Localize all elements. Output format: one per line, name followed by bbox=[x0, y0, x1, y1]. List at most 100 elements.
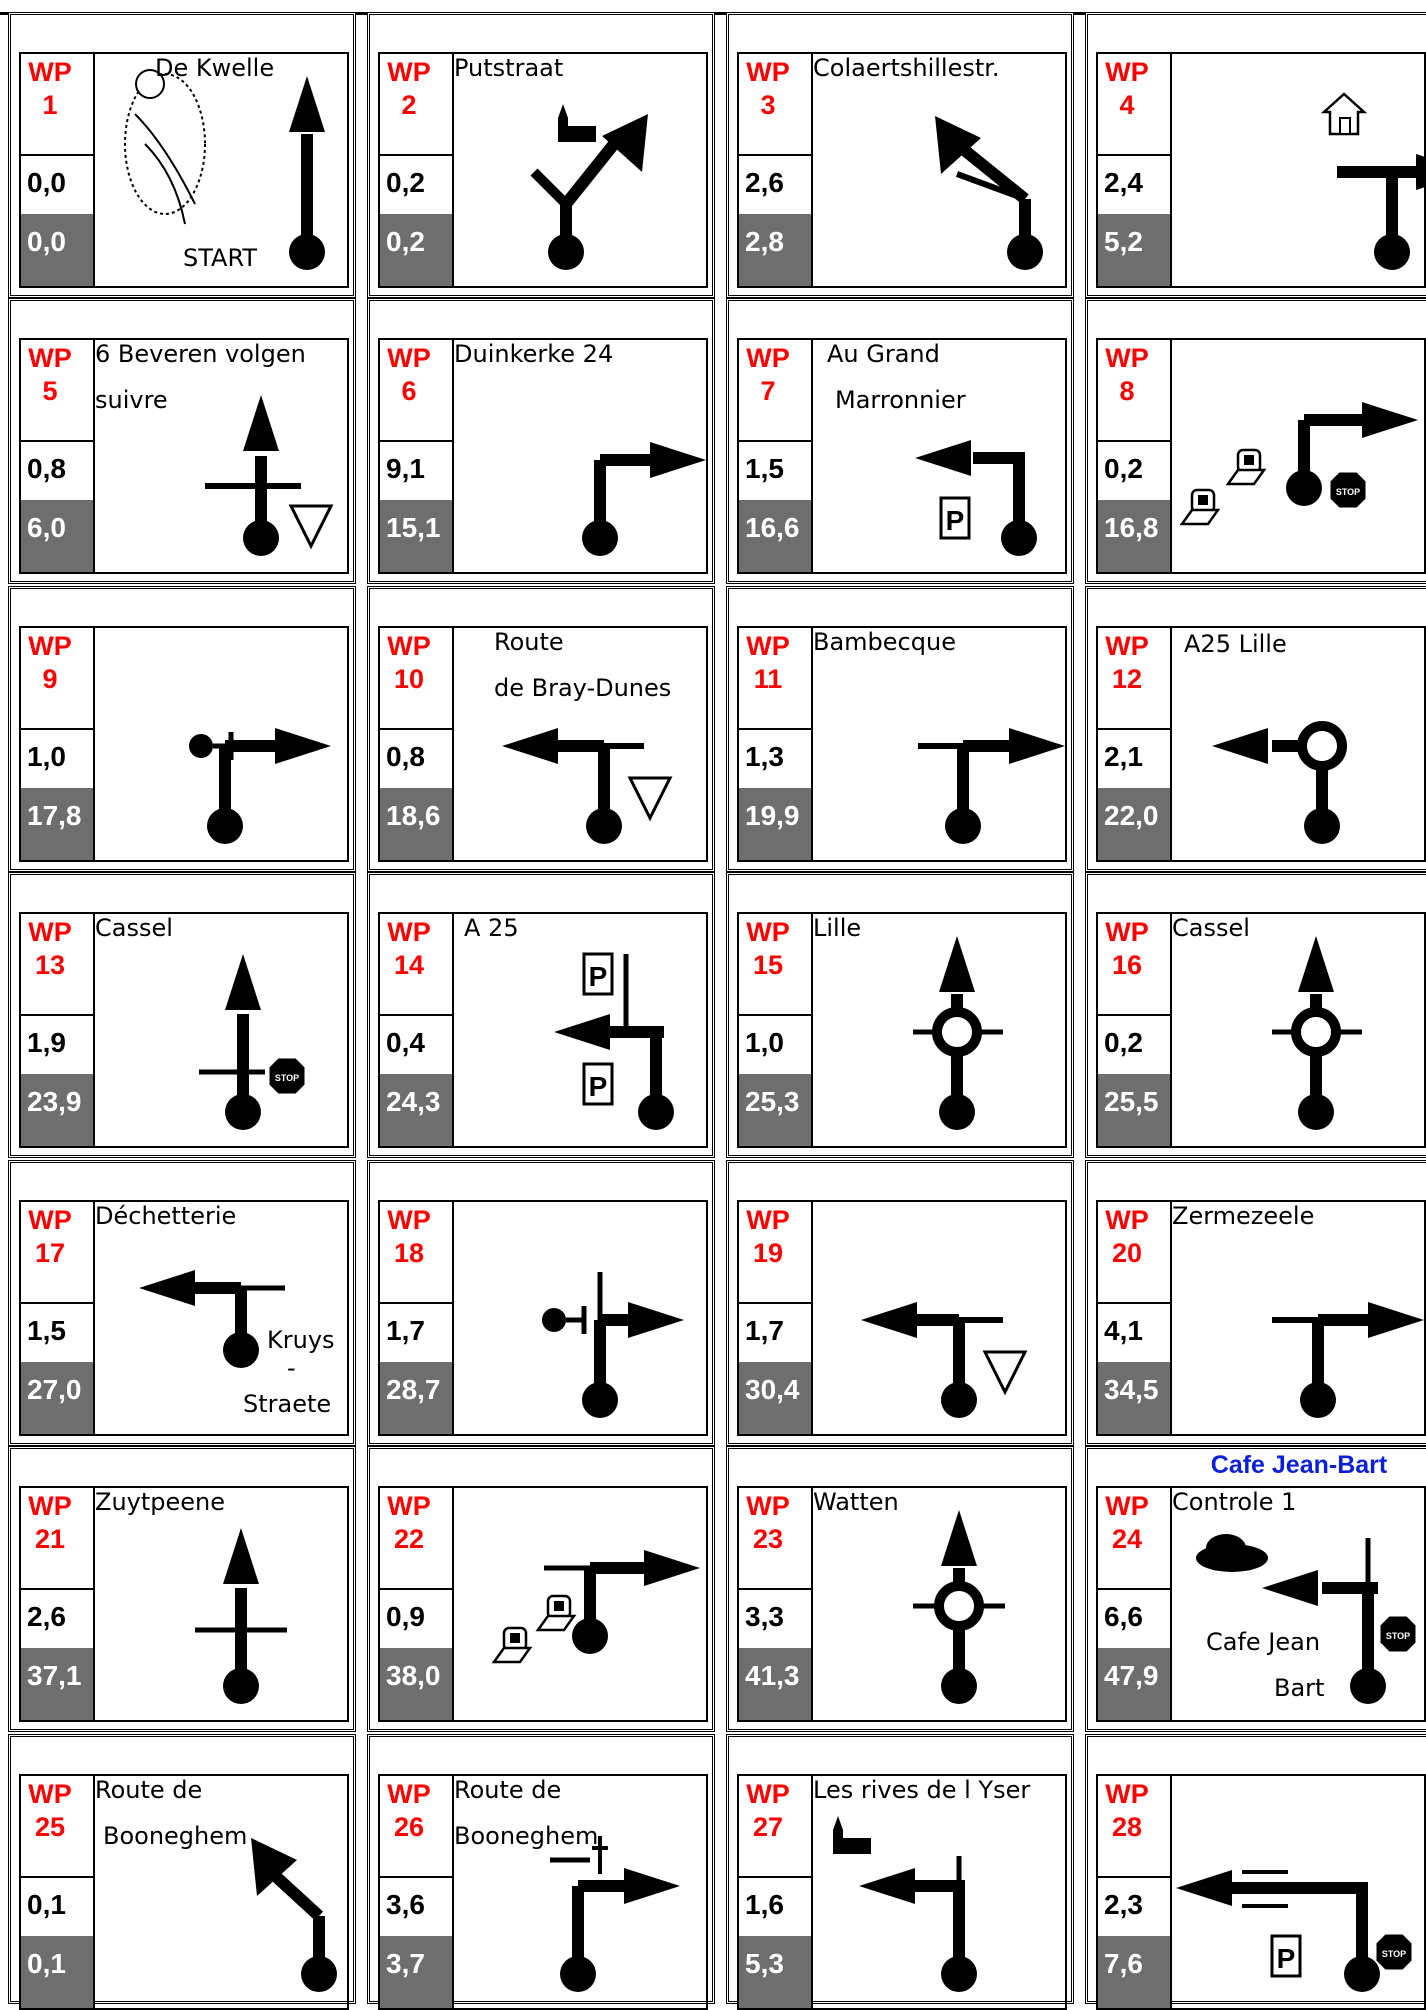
tulip-diagram: Route deBooneghem bbox=[95, 1774, 349, 2010]
start-dot bbox=[1344, 1956, 1380, 1992]
start-dot bbox=[548, 234, 584, 270]
waypoint-number: WP 18 bbox=[380, 1202, 452, 1302]
svg-text:P: P bbox=[946, 505, 965, 536]
waypoint-cell: WP 3 2,6 2,8Colaertshillestr. bbox=[726, 12, 1074, 298]
tulip-diagram: STOP bbox=[1172, 338, 1426, 574]
waypoint-info: WP 21 2,6 37,1 bbox=[19, 1486, 95, 1722]
waypoint-cell: WP 2 0,2 0,2Putstraat bbox=[367, 12, 715, 298]
wp-prefix: WP bbox=[745, 56, 791, 89]
wp-prefix: WP bbox=[745, 630, 791, 663]
svg-text:STOP: STOP bbox=[275, 1073, 299, 1083]
total-distance: 7,6 bbox=[1098, 1936, 1170, 2008]
direction-label: Lille bbox=[813, 914, 861, 942]
direction-label: Zermezeele bbox=[1172, 1202, 1314, 1230]
svg-text:P: P bbox=[589, 1071, 608, 1102]
waypoint-info: WP 6 9,1 15,1 bbox=[378, 338, 454, 574]
waypoint-info: WP 4 2,4 5,2 bbox=[1096, 52, 1172, 288]
total-distance: 19,9 bbox=[739, 788, 811, 860]
tulip-diagram: STOPControle 1Cafe JeanBart bbox=[1172, 1486, 1426, 1722]
direction-label: Déchetterie bbox=[95, 1202, 236, 1230]
stop-sign-icon: STOP bbox=[1332, 474, 1364, 506]
direction-label: De Kwelle bbox=[155, 54, 274, 82]
total-distance: 17,8 bbox=[21, 788, 93, 860]
tulip-diagram: STOPCassel bbox=[95, 912, 349, 1148]
tulip-diagram-svg bbox=[1172, 54, 1424, 288]
waypoint-number: WP 1 bbox=[21, 54, 93, 154]
total-distance: 34,5 bbox=[1098, 1362, 1170, 1434]
total-distance: 47,9 bbox=[1098, 1648, 1170, 1720]
arrow-head bbox=[1176, 1870, 1232, 1906]
tulip-diagram: P STOP bbox=[1172, 1774, 1426, 2010]
tulip-diagram: Zuytpeene bbox=[95, 1486, 349, 1722]
direction-label: Route bbox=[494, 628, 564, 656]
waypoint-info: WP 18 1,7 28,7 bbox=[378, 1200, 454, 1436]
waypoint-number: WP 10 bbox=[380, 628, 452, 728]
wp-prefix: WP bbox=[1104, 1778, 1150, 1811]
direction-label: Colaertshillestr. bbox=[813, 54, 1000, 82]
wp-id: 9 bbox=[27, 663, 73, 696]
start-dot bbox=[207, 808, 243, 844]
wp-prefix: WP bbox=[1104, 630, 1150, 663]
waypoint-cell: WP 9 1,0 17,8 bbox=[8, 586, 356, 872]
waypoint-info: WP 7 1,5 16,6 bbox=[737, 338, 813, 574]
waypoint-number: WP 24 bbox=[1098, 1488, 1170, 1588]
total-distance: 6,0 bbox=[21, 500, 93, 572]
wp-id: 26 bbox=[386, 1811, 432, 1844]
svg-text:P: P bbox=[1277, 1943, 1296, 1974]
direction-label: Cafe Jean bbox=[1206, 1628, 1320, 1656]
direction-label: A 25 bbox=[464, 914, 519, 942]
tulip-diagram-svg: PP bbox=[454, 914, 706, 1148]
partial-distance: 2,6 bbox=[21, 1588, 93, 1648]
wp-id: 18 bbox=[386, 1237, 432, 1270]
arrow-head bbox=[225, 954, 261, 1010]
tulip-diagram-svg bbox=[454, 1202, 706, 1436]
wp-prefix: WP bbox=[1104, 1490, 1150, 1523]
waypoint-info: WP 28 2,3 7,6 bbox=[1096, 1774, 1172, 2010]
partial-distance: 1,5 bbox=[739, 440, 811, 500]
partial-distance: 1,7 bbox=[380, 1302, 452, 1362]
wp-id: 22 bbox=[386, 1523, 432, 1556]
partial-distance: 0,8 bbox=[380, 728, 452, 788]
partial-distance: 1,7 bbox=[739, 1302, 811, 1362]
svg-text:STOP: STOP bbox=[1382, 1949, 1406, 1959]
tulip-diagram: Lille bbox=[813, 912, 1067, 1148]
coffee-cup-icon bbox=[1196, 1534, 1268, 1572]
start-dot bbox=[1304, 808, 1340, 844]
waypoint-cell: WP 28 2,3 7,6PSTOP bbox=[1085, 1734, 1426, 2004]
wp-prefix: WP bbox=[386, 916, 432, 949]
tulip-diagram: PAu GrandMarronnier bbox=[813, 338, 1067, 574]
start-dot bbox=[243, 520, 279, 556]
tulip-diagram: A25 Lille bbox=[1172, 626, 1426, 862]
total-distance: 16,6 bbox=[739, 500, 811, 572]
waypoint-number: WP 23 bbox=[739, 1488, 811, 1588]
wp-prefix: WP bbox=[1104, 56, 1150, 89]
total-distance: 2,8 bbox=[739, 214, 811, 286]
waypoint-number: WP 21 bbox=[21, 1488, 93, 1588]
total-distance: 0,0 bbox=[21, 214, 93, 286]
total-distance: 16,8 bbox=[1098, 500, 1170, 572]
partial-distance: 0,0 bbox=[21, 154, 93, 214]
tulip-diagram-svg bbox=[454, 628, 706, 862]
partial-distance: 0,2 bbox=[1098, 440, 1170, 500]
wp-id: 23 bbox=[745, 1523, 791, 1556]
speed-camera-icon bbox=[1182, 490, 1218, 524]
tulip-diagram-svg bbox=[95, 340, 347, 574]
wp-id: 12 bbox=[1104, 663, 1150, 696]
direction-label: Cassel bbox=[1172, 914, 1250, 942]
parking-icon: P bbox=[941, 498, 969, 538]
svg-text:P: P bbox=[589, 961, 608, 992]
start-dot bbox=[1300, 1382, 1336, 1418]
waypoint-cell: WP 15 1,0 25,3Lille bbox=[726, 872, 1074, 1158]
speed-camera-icon bbox=[1228, 450, 1264, 484]
start-dot bbox=[1298, 1094, 1334, 1130]
direction-label: Route de bbox=[95, 1776, 202, 1804]
wp-prefix: WP bbox=[27, 1204, 73, 1237]
waypoint-cell: WP 20 4,1 34,5Zermezeele bbox=[1085, 1160, 1426, 1446]
waypoint-info: WP 23 3,3 41,3 bbox=[737, 1486, 813, 1722]
tulip-diagram: Cassel bbox=[1172, 912, 1426, 1148]
arrow-head bbox=[554, 1014, 610, 1050]
arrow-head bbox=[502, 728, 558, 764]
